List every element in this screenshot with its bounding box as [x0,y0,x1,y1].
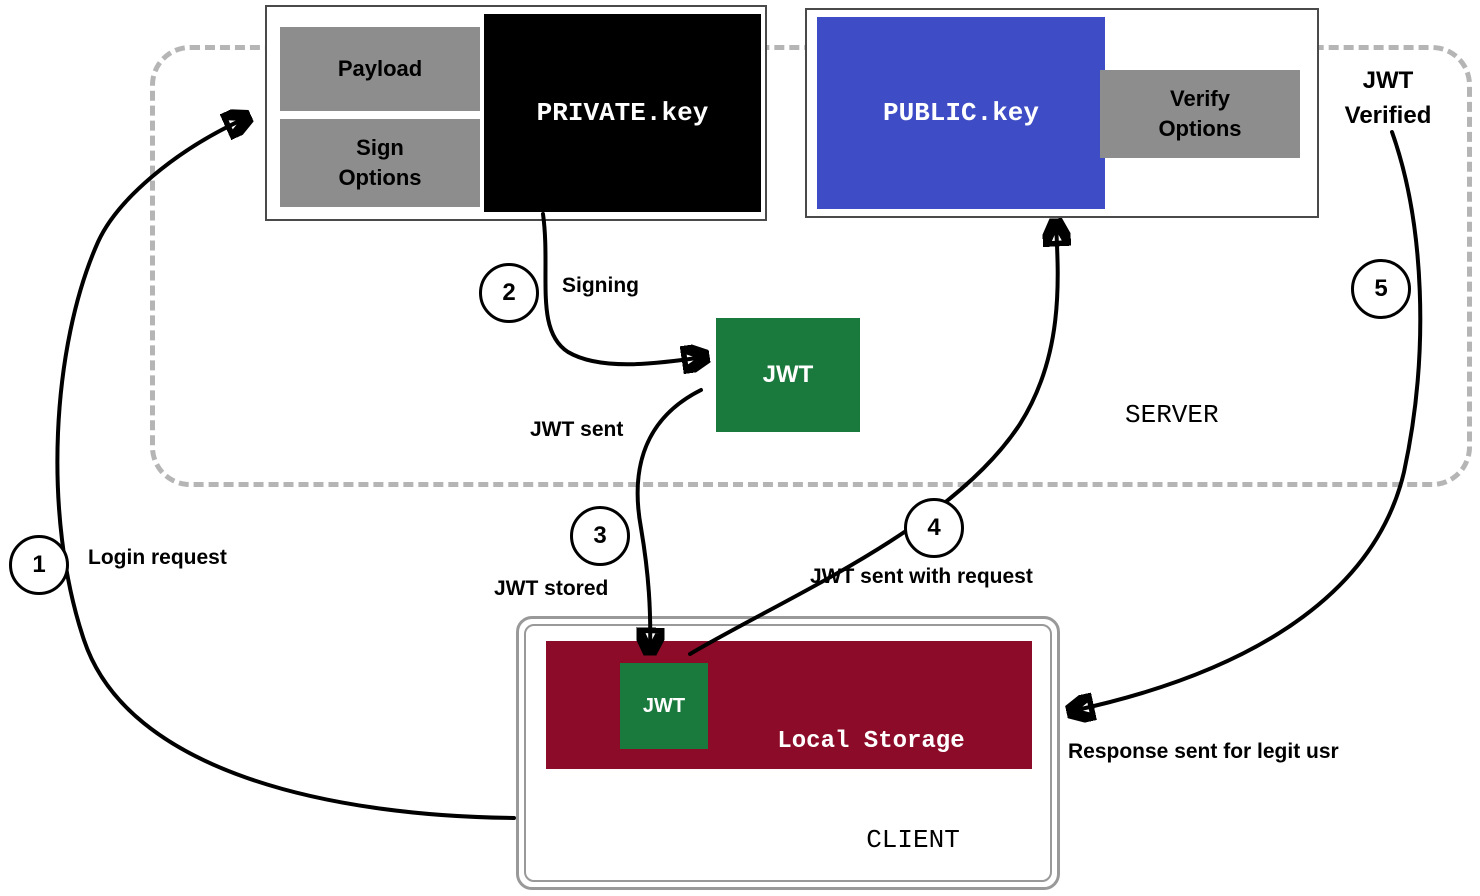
payload-box: Payload [280,27,480,111]
local-storage-box: JWT Local Storage [546,641,1032,769]
jwt-stored-label: JWT stored [494,577,609,600]
response-sent-label: Response sent for legit usr [1068,740,1339,763]
public-key-box: PUBLIC.key [817,17,1105,209]
step-circle-5: 5 [1351,259,1411,319]
private-key-label: PRIVATE.key [536,98,709,128]
step-circle-1: 1 [9,535,69,595]
jwt-client-label: JWT [642,694,686,717]
jwt-server-label: JWT [762,361,814,388]
signing-label: Signing [562,274,639,297]
jwt-verified-label: JWT Verified [1344,67,1432,129]
jwt-token-box-server: JWT [716,318,860,432]
step-circle-2: 2 [479,263,539,323]
signing-unit-box: Payload Sign Options PRIVATE.key [265,5,767,221]
payload-label: Payload [337,56,423,82]
private-key-box: PRIVATE.key [484,14,761,212]
client-label: CLIENT [866,825,960,855]
jwt-sent-label: JWT sent [530,418,624,441]
jwt-token-box-client: JWT [620,663,708,749]
verify-options-label: Verify Options [1158,86,1242,141]
step-circle-3: 3 [570,506,630,566]
verify-options-box: Verify Options [1100,70,1300,158]
local-storage-label: Local Storage [777,728,965,755]
public-key-label: PUBLIC.key [882,98,1040,128]
sign-options-label: Sign Options [338,135,422,190]
jwt-sent-with-request-label: JWT sent with request [810,565,1033,588]
verify-unit-box: PUBLIC.key Verify Options [805,8,1319,218]
client-box: JWT Local Storage CLIENT [516,616,1060,890]
step-circle-4: 4 [904,498,964,558]
server-label: SERVER [1125,400,1219,430]
sign-options-box: Sign Options [280,119,480,207]
login-request-label: Login request [88,546,227,569]
